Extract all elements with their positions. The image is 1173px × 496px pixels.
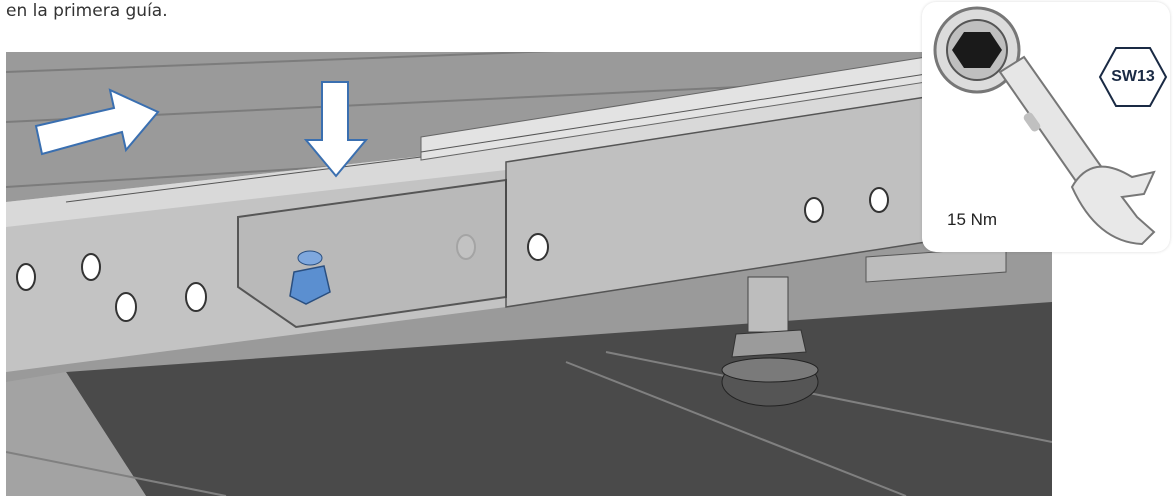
torque-label: 15 Nm [947, 210, 998, 229]
hex-badge-icon: SW13 [1098, 46, 1168, 108]
wrench-size-label: SW13 [1111, 68, 1155, 85]
caption: en la primera guía. [6, 1, 168, 21]
rail-assembly-svg [6, 52, 1052, 496]
rail-assembly-illustration [6, 52, 1052, 496]
adjustable-foot [721, 276, 819, 407]
down-arrow-icon [303, 81, 369, 178]
nut-bolt [289, 250, 331, 305]
right-arrow-icon [34, 88, 160, 156]
tool-card: 15 Nm SW13 [922, 2, 1170, 252]
wrench-icon [933, 6, 1156, 246]
